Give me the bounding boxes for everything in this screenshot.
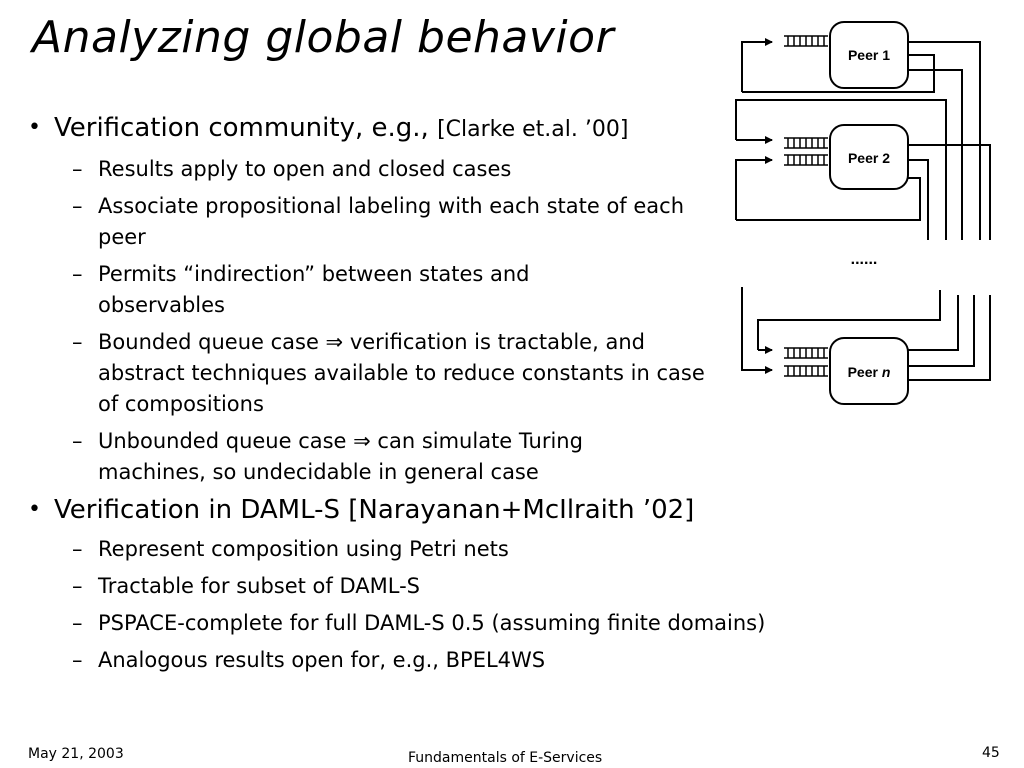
dash-icon: – [72, 648, 83, 672]
slide-title: Analyzing global behavior [32, 12, 615, 63]
sub-bullet-item: –Results apply to open and closed cases [28, 154, 728, 185]
sub-bullet-text: Analogous results open for, e.g., BPEL4W… [98, 648, 546, 672]
queue-icon [784, 347, 828, 377]
sub-bullet-item: –PSPACE-complete for full DAML-S 0.5 (as… [28, 608, 918, 639]
sub-bullet-text: Tractable for subset of DAML-S [98, 574, 420, 598]
bullet-icon: • [28, 115, 41, 140]
queue-icon [784, 137, 828, 166]
dash-icon: – [72, 574, 83, 598]
dash-icon: – [72, 429, 83, 453]
peern-prefix: Peer [848, 364, 882, 380]
bullet-text: Verification in DAML-S [Narayanan+McIlra… [54, 495, 695, 525]
sub-bullet-item: –Associate propositional labeling with e… [28, 191, 728, 253]
sub-bullet-text: Associate propositional labeling with ea… [98, 194, 685, 249]
ellipsis-label: ...... [851, 251, 878, 268]
footer-page-number: 45 [982, 745, 1000, 761]
footer-date: May 21, 2003 [28, 746, 124, 762]
peer2-label: Peer 2 [848, 150, 890, 166]
bullet-text: Verification community, e.g., [54, 113, 438, 143]
sub-bullet-item: –Permits “indirection” between states an… [28, 259, 658, 321]
sub-bullet-text: Represent composition using Petri nets [98, 537, 509, 561]
peern-variable: n [882, 364, 891, 380]
sub-bullet-item: –Unbounded queue case ⇒ can simulate Tur… [28, 426, 678, 488]
dash-icon: – [72, 330, 83, 354]
dash-icon: – [72, 262, 83, 286]
bullet-item: • Verification community, e.g., [Clarke … [28, 112, 768, 146]
bullet-item: • Verification in DAML-S [Narayanan+McIl… [28, 494, 768, 526]
dash-icon: – [72, 611, 83, 635]
bullet-icon: • [28, 497, 41, 522]
sub-bullet-text: Bounded queue case ⇒ verification is tra… [98, 330, 705, 416]
sub-bullet-item: –Analogous results open for, e.g., BPEL4… [28, 645, 728, 676]
sub-bullet-item: –Tractable for subset of DAML-S [28, 571, 728, 602]
sub-bullet-text: PSPACE-complete for full DAML-S 0.5 (ass… [98, 611, 766, 635]
footer-course: Fundamentals of E-Services [408, 750, 603, 766]
sub-bullet-text: Unbounded queue case ⇒ can simulate Turi… [98, 429, 583, 484]
dash-icon: – [72, 194, 83, 218]
peer2-box [829, 124, 909, 190]
sub-bullet-item: –Represent composition using Petri nets [28, 534, 728, 565]
sub-bullet-text: Permits “indirection” between states and… [98, 262, 530, 317]
peern-label: Peer n [848, 364, 891, 380]
peer1-label: Peer 1 [848, 47, 890, 63]
queue-icon [784, 35, 828, 47]
dash-icon: – [72, 537, 83, 561]
sub-bullet-text: Results apply to open and closed cases [98, 157, 512, 181]
bullet-list: • Verification community, e.g., [Clarke … [28, 112, 768, 682]
peern-box [829, 337, 909, 405]
dash-icon: – [72, 157, 83, 181]
sub-bullet-item: –Bounded queue case ⇒ verification is tr… [28, 327, 728, 420]
bullet-citation: [Clarke et.al. ’00] [437, 117, 629, 142]
